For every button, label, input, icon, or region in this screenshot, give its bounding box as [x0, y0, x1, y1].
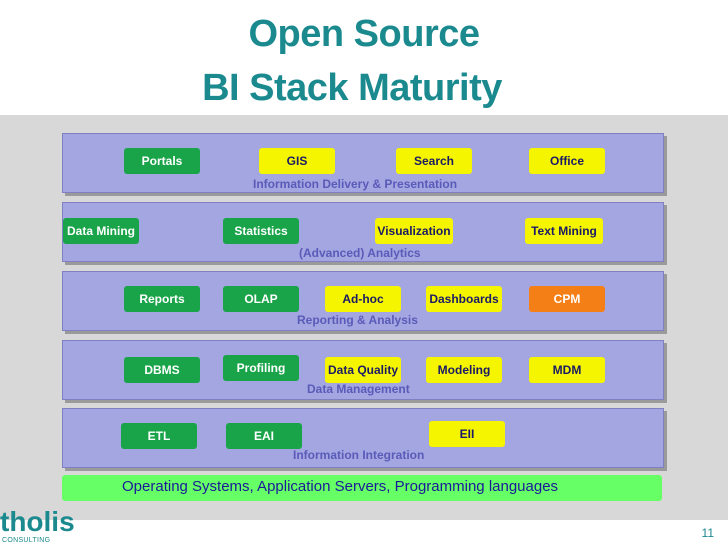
foundation-label: Operating Systems, Application Servers, … — [122, 478, 559, 495]
layer-caption-integration: Information Integration — [293, 448, 425, 462]
layer-reporting: Reports OLAP Ad-hoc Dashboards CPM Repor… — [62, 271, 664, 331]
layer-data-management: DBMS Profiling Data Quality Modeling MDM… — [62, 340, 664, 400]
layer-integration: ETL EAI EII Information Integration — [62, 408, 664, 468]
layer-caption-data-management: Data Management — [307, 382, 410, 396]
olap-box: OLAP — [223, 286, 299, 312]
portals-box: Portals — [124, 148, 200, 174]
statistics-box: Statistics — [223, 218, 299, 244]
layer-delivery: Portals GIS Search Office Information De… — [62, 133, 664, 193]
ad-hoc-box: Ad-hoc — [325, 286, 401, 312]
profiling-box: Profiling — [223, 355, 299, 381]
foundation-bar: Operating Systems, Application Servers, … — [62, 475, 662, 501]
mdm-box: MDM — [529, 357, 605, 383]
layer-caption-delivery: Information Delivery & Presentation — [253, 177, 458, 191]
search-box: Search — [396, 148, 472, 174]
tholis-logo-sub: CONSULTING — [2, 537, 51, 544]
eii-box: EII — [429, 421, 505, 447]
etl-box: ETL — [121, 423, 197, 449]
modeling-box: Modeling — [426, 357, 502, 383]
data-mining-box: Data Mining — [63, 218, 139, 244]
layer-caption-analytics: (Advanced) Analytics — [299, 246, 421, 260]
visualization-box: Visualization — [375, 218, 453, 244]
reports-box: Reports — [124, 286, 200, 312]
office-box: Office — [529, 148, 605, 174]
dashboards-box: Dashboards — [426, 286, 502, 312]
layer-caption-reporting: Reporting & Analysis — [297, 313, 418, 327]
gis-box: GIS — [259, 148, 335, 174]
text-mining-box: Text Mining — [525, 218, 603, 244]
title-line-2: BI Stack Maturity — [202, 67, 502, 109]
page-number: 11 — [701, 526, 714, 540]
tholis-logo: tholis — [0, 506, 75, 537]
dbms-box: DBMS — [124, 357, 200, 383]
cpm-box: CPM — [529, 286, 605, 312]
layer-analytics: Data Mining Statistics Visualization Tex… — [62, 202, 664, 262]
title-line-1: Open Source — [248, 13, 481, 55]
eai-box: EAI — [226, 423, 302, 449]
data-quality-box: Data Quality — [325, 357, 401, 383]
